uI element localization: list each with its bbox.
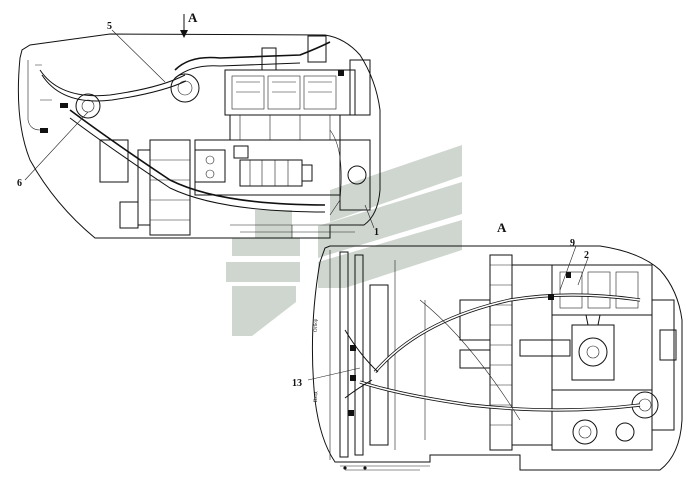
callout-13: 13 [292,378,302,389]
view-arrow-label: A [188,10,198,25]
side-text-lower: Вход [314,391,319,402]
callout-5: 5 [107,21,112,32]
view-a [307,245,683,471]
side-view [17,14,381,239]
view-title: A [497,220,507,235]
watermark-logo [226,145,462,336]
callout-1: 1 [374,227,379,238]
callout-9: 9 [570,238,575,249]
callout-2: 2 [584,250,589,261]
callout-6: 6 [17,178,22,189]
side-text-upper: Отбор [314,318,319,332]
